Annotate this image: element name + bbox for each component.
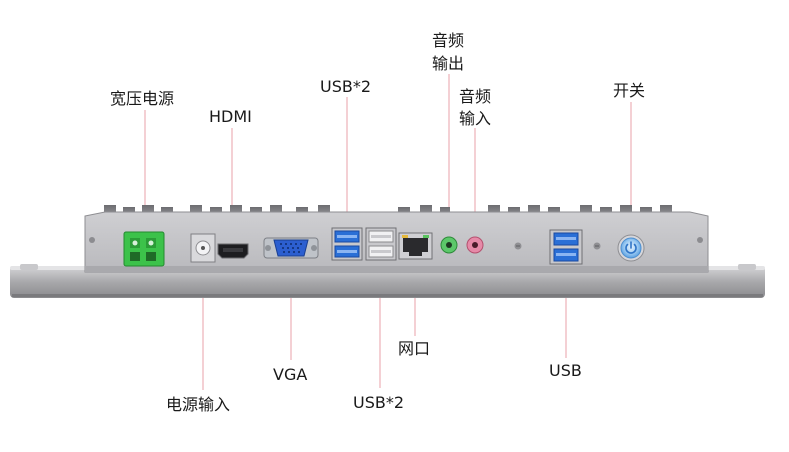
screw	[514, 242, 522, 250]
label-lan: 网口	[398, 339, 431, 358]
label-power-switch: 开关	[613, 81, 646, 100]
label-audio-out-line2: 输出	[432, 54, 465, 73]
audio-in-jack	[466, 236, 484, 254]
label-vga: VGA	[273, 365, 308, 384]
label-audio-in-line1: 音频	[459, 87, 492, 106]
screw-right	[593, 242, 601, 250]
label-audio-in-line2: 输入	[459, 109, 492, 128]
label-audio-out-line1: 音频	[432, 31, 465, 50]
label-usb2-bottom: USB*2	[353, 393, 405, 412]
usb2-stack	[365, 227, 397, 261]
dc-jack	[190, 233, 216, 263]
terminal-block-power	[123, 231, 165, 267]
label-hdmi: HDMI	[209, 107, 252, 126]
label-usb: USB	[549, 361, 582, 380]
vga-port	[263, 237, 319, 259]
power-icon	[617, 234, 645, 262]
usb3-stack	[331, 227, 363, 261]
hdmi-port	[217, 243, 249, 259]
lan-port	[398, 232, 433, 260]
audio-out-jack	[440, 236, 458, 254]
label-power-input: 电源输入	[166, 395, 231, 414]
usb-stack-right	[549, 229, 583, 265]
label-wide-voltage-power: 宽压电源	[110, 89, 175, 108]
label-usb2-top: USB*2	[320, 77, 372, 96]
